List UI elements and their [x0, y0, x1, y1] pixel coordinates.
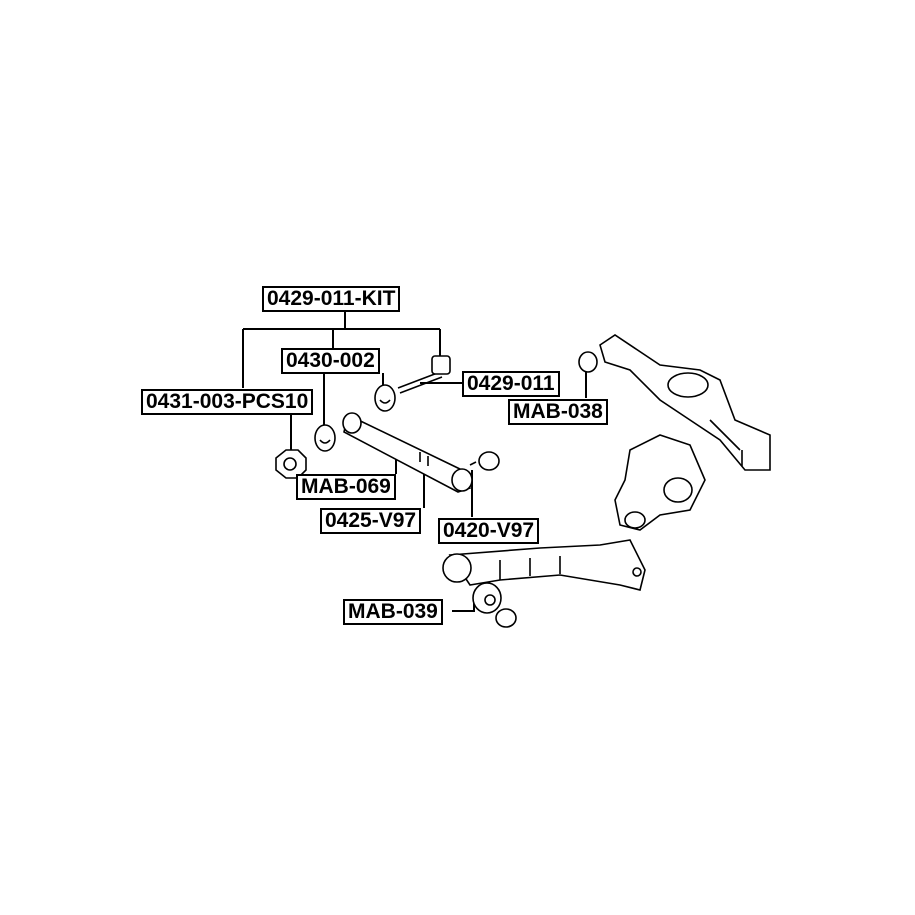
label-0430-002: 0430-002: [281, 348, 380, 374]
arm-mab069: [342, 412, 473, 493]
washer-0430-lower: [314, 424, 336, 452]
label-0420-v97: 0420-V97: [438, 518, 540, 544]
bushing-mab038: [578, 351, 598, 373]
knuckle: [614, 434, 706, 531]
washer-0430-upper: [374, 384, 396, 412]
label-mab-069: MAB-069: [296, 474, 396, 500]
label-0425-v97: 0425-V97: [320, 508, 422, 534]
label-0429-011: 0429-011: [462, 371, 560, 397]
nut-0431: [275, 449, 307, 479]
label-mab-039: MAB-039: [343, 599, 443, 625]
bushing-0420: [469, 451, 500, 471]
bolt-0429-011: [397, 355, 451, 394]
upper-control-arm: [599, 334, 771, 471]
bushing-mab039: [472, 582, 517, 628]
label-0431-003-pcs10: 0431-003-PCS10: [141, 389, 314, 415]
label-mab-038: MAB-038: [508, 399, 608, 425]
label-0429-011-kit: 0429-011-KIT: [262, 286, 401, 312]
lower-arm: [442, 539, 646, 591]
